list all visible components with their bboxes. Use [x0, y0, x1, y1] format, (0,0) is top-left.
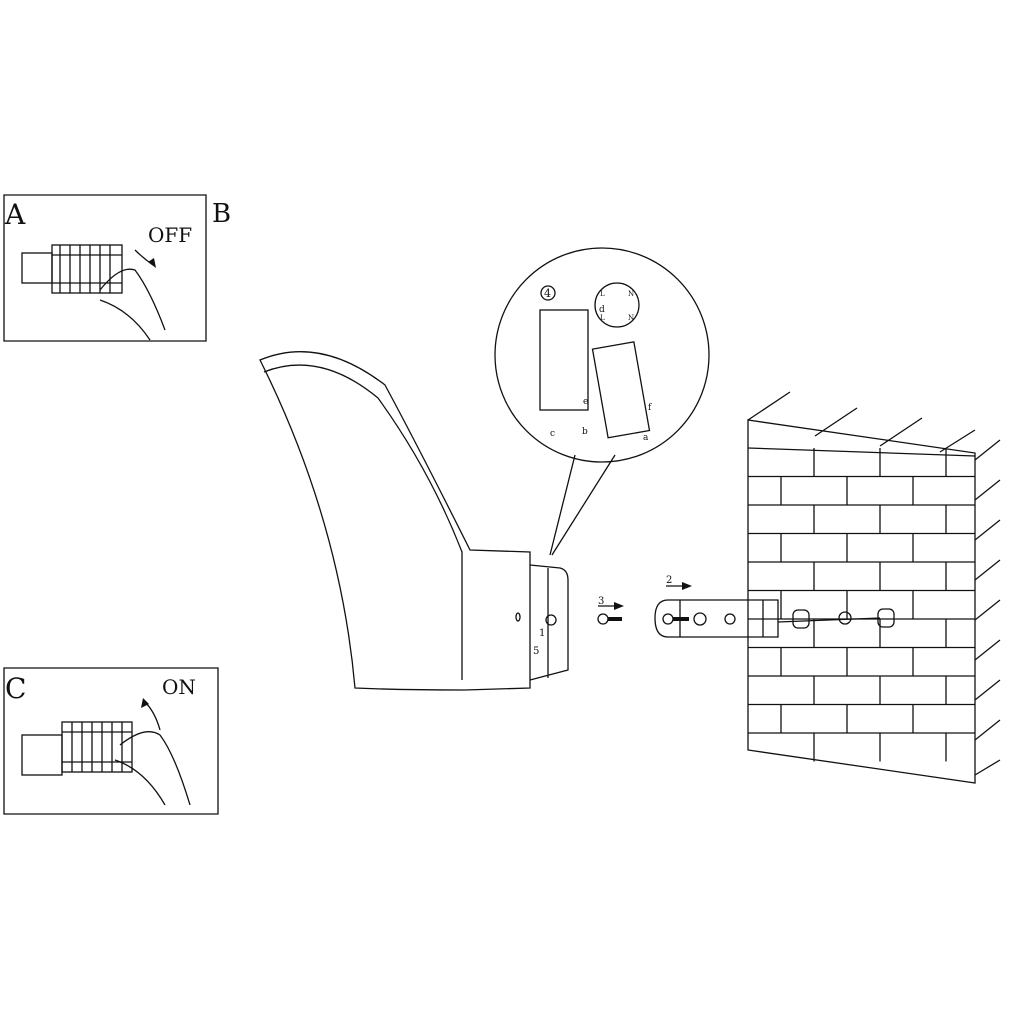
terminal-n-bottom: N	[628, 314, 634, 322]
callout-step-4: 4	[544, 287, 551, 300]
arrow-up-icon	[144, 701, 161, 731]
panel-c-letter: C	[5, 672, 26, 705]
step-5-label: 5	[533, 646, 539, 657]
mounting-bracket: 2	[654, 575, 895, 638]
label-a: a	[643, 433, 649, 443]
step-2-label: 2	[666, 575, 672, 586]
breaker-box-icon	[21, 721, 133, 776]
brick-line	[747, 447, 976, 457]
hand-icon	[114, 731, 191, 806]
panel-a-switch-off: A OFF B	[3, 194, 231, 342]
step-1-label: 1	[539, 628, 545, 639]
panel-a-action: OFF	[148, 223, 192, 247]
screw-icon	[597, 613, 609, 625]
panel-c-switch-on: C ON	[3, 667, 219, 815]
breaker-box-icon	[21, 244, 123, 294]
label-c: c	[550, 429, 555, 439]
panel-a-letter: A	[4, 198, 26, 231]
junction-box-callout: 4 L N L N d c e b f a	[494, 247, 710, 556]
wall-plug-icon	[877, 608, 895, 628]
screw-step: 3	[597, 596, 624, 625]
label-b: b	[582, 427, 588, 437]
junction-box-icon	[539, 309, 589, 411]
terminal-d-label: d	[599, 305, 605, 315]
wall-lamp: 1 5	[259, 351, 569, 691]
panel-b-letter: B	[212, 199, 231, 229]
hand-icon	[99, 268, 166, 341]
terminal-n-top: N	[628, 290, 634, 298]
panel-c-action: ON	[162, 675, 196, 699]
label-e: e	[583, 397, 588, 407]
terminal-l-top: L	[600, 290, 605, 298]
label-f: f	[648, 403, 652, 413]
terminal-l-bottom: L	[600, 314, 605, 322]
step-3-label: 3	[598, 596, 604, 607]
screw-icon	[545, 614, 557, 626]
brick-wall	[747, 391, 1001, 784]
